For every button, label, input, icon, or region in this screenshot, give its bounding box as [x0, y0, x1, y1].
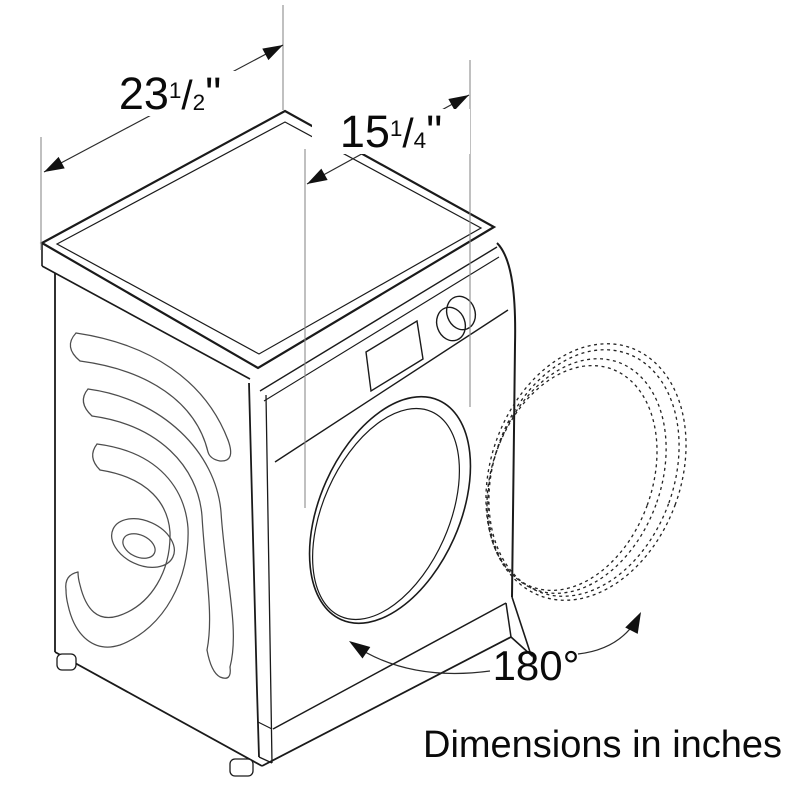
front-foot [229, 758, 254, 777]
arrowheads [44, 45, 641, 659]
washer-side-panel [54, 273, 273, 767]
depth-unit: " [426, 106, 443, 157]
display-window [365, 319, 424, 393]
bottom-right-corner [510, 596, 533, 658]
control-knob [435, 295, 477, 342]
front-left-corner-edge [248, 382, 260, 758]
diagram-caption: Dimensions in inches [423, 724, 783, 766]
width-denominator: 2 [192, 90, 206, 116]
depth-whole: 15 [339, 106, 390, 157]
left-foot [56, 653, 77, 671]
side-panel-swirl-pattern [65, 332, 234, 679]
open-door-dashed-outline [485, 343, 687, 601]
washer-feet [56, 653, 254, 777]
width-numerator: 1 [168, 77, 182, 103]
depth-numerator: 1 [389, 115, 403, 141]
washer-body-edges [261, 242, 533, 767]
width-whole: 23 [118, 68, 169, 119]
washer-control-panel [259, 246, 509, 463]
width-dimension-label: 231/2" [88, 71, 252, 116]
kick-panel-line [272, 602, 507, 730]
door-swing-angle-label: 180° [492, 642, 580, 689]
extension-lines [40, 5, 471, 508]
depth-dimension-label: 151/4" [312, 109, 470, 154]
door-opening [308, 395, 472, 625]
width-unit: " [205, 68, 222, 119]
washer-top-panel [39, 109, 497, 380]
dimension-annotations [40, 5, 641, 675]
depth-denominator: 4 [413, 128, 427, 154]
